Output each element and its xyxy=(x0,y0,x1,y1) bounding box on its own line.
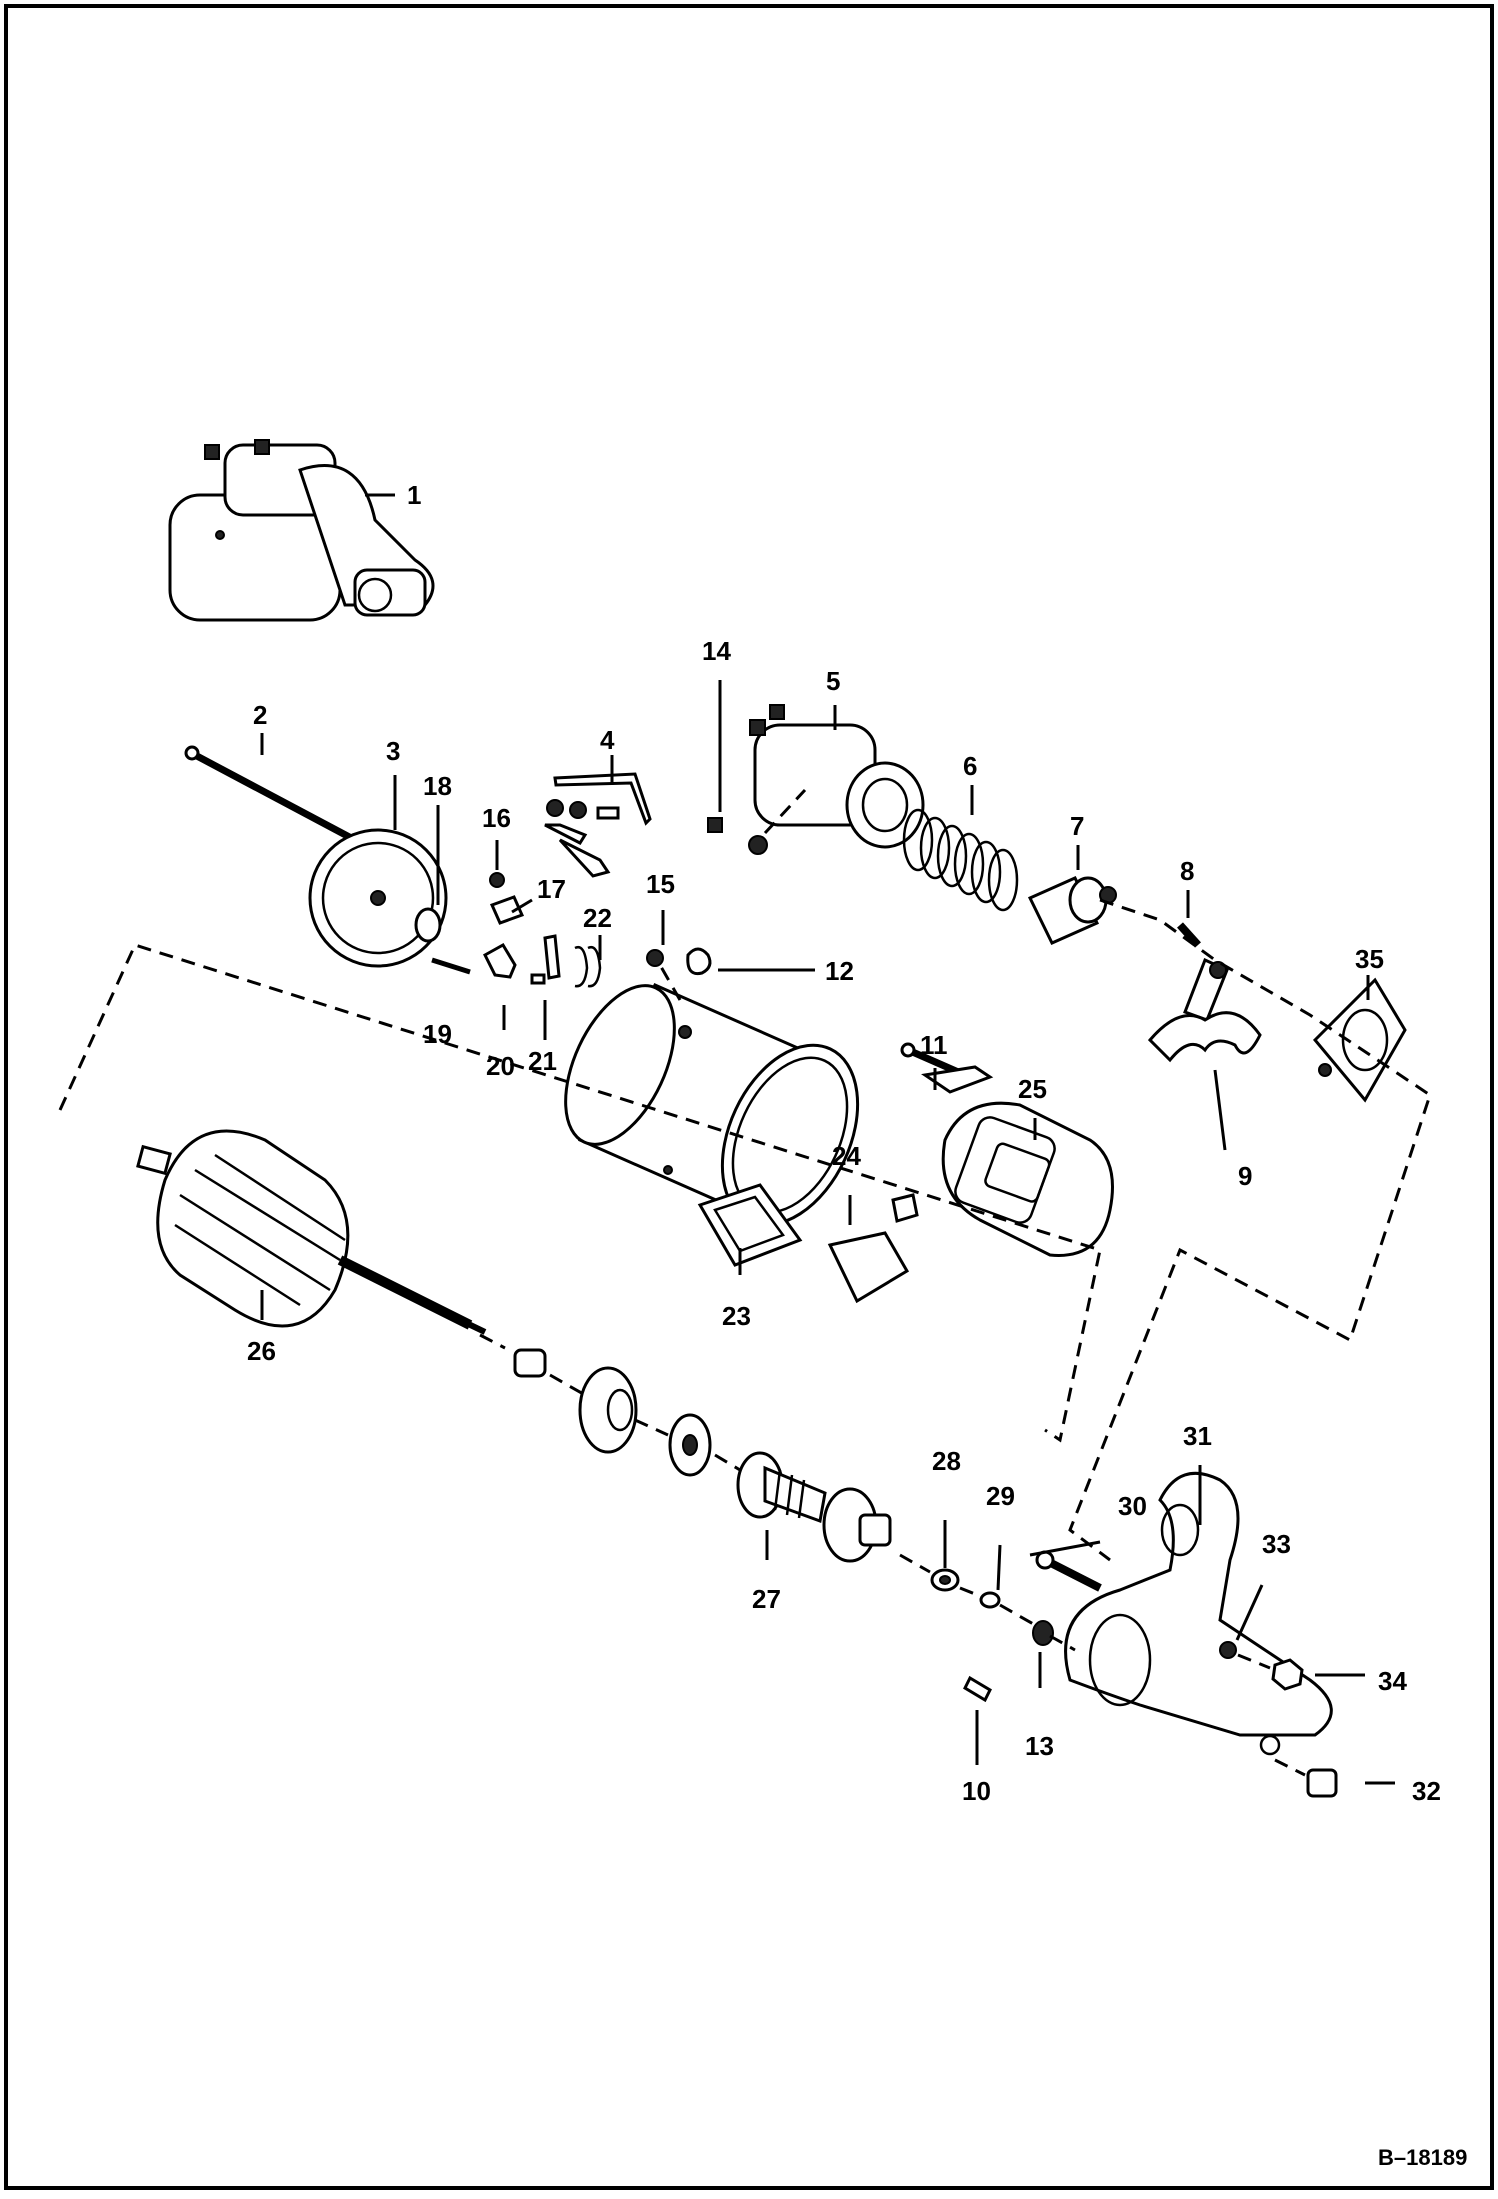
callout-26: 26 xyxy=(247,1336,276,1366)
field-frame xyxy=(564,983,860,1227)
callout-4: 4 xyxy=(600,725,615,755)
callout-15: 15 xyxy=(646,869,675,899)
callout-35: 35 xyxy=(1355,944,1384,974)
callout-30: 30 xyxy=(1118,1491,1147,1521)
roll-pin xyxy=(963,1675,992,1703)
plunger xyxy=(1027,876,1117,945)
insulator xyxy=(697,1183,803,1267)
callout-12: 12 xyxy=(825,956,854,986)
drive-assembly xyxy=(736,1451,892,1563)
callout-33: 33 xyxy=(1262,1529,1291,1559)
brush-holder xyxy=(891,1065,1114,1257)
callout-32: 32 xyxy=(1412,1776,1441,1806)
housing-bolt xyxy=(1035,1550,1102,1592)
callout-34: 34 xyxy=(1378,1666,1407,1696)
solenoid-screw xyxy=(707,817,768,855)
callout-16: 16 xyxy=(482,803,511,833)
callout-11: 11 xyxy=(920,1030,948,1060)
drive-housing xyxy=(1064,1471,1333,1756)
small-washers xyxy=(930,1568,1054,1646)
callout-13: 13 xyxy=(1025,1731,1054,1761)
shaft-parts xyxy=(513,1348,712,1477)
terminal-hardware xyxy=(544,772,652,878)
end-cap xyxy=(308,828,448,968)
callout-22: 22 xyxy=(583,903,612,933)
callout-5: 5 xyxy=(826,666,840,696)
callout-1: 1 xyxy=(407,480,421,510)
housing-hardware xyxy=(1219,1641,1338,1798)
callout-2: 2 xyxy=(253,700,267,730)
callout-14: 14 xyxy=(702,636,731,666)
brush-clips xyxy=(530,934,602,988)
plunger-spring xyxy=(902,808,1019,912)
bushing xyxy=(414,907,442,943)
callout-20: 20 xyxy=(486,1051,515,1081)
through-bolt xyxy=(184,745,357,844)
callout-labels: 1 2 3 4 5 6 7 8 9 10 11 12 13 14 15 16 1… xyxy=(247,480,1441,1806)
callout-31: 31 xyxy=(1183,1421,1212,1451)
callout-24: 24 xyxy=(832,1141,861,1171)
callout-18: 18 xyxy=(423,771,452,801)
starter-assembly xyxy=(168,439,435,622)
callout-23: 23 xyxy=(722,1301,751,1331)
callout-7: 7 xyxy=(1070,811,1084,841)
callout-6: 6 xyxy=(963,751,977,781)
callout-3: 3 xyxy=(386,736,400,766)
callout-8: 8 xyxy=(1180,856,1194,886)
leader-lines xyxy=(260,493,1395,1785)
screw xyxy=(431,957,471,975)
shift-lever xyxy=(1147,957,1262,1063)
callout-25: 25 xyxy=(1018,1074,1047,1104)
brush xyxy=(827,1231,910,1304)
frame-fasteners xyxy=(646,947,712,976)
lever-pin xyxy=(1177,922,1201,948)
callout-17: 17 xyxy=(537,874,566,904)
assembly-dashed-lines xyxy=(58,788,1432,1777)
page-border xyxy=(4,4,1494,2190)
solenoid xyxy=(749,704,925,849)
armature xyxy=(136,1129,487,1335)
callout-29: 29 xyxy=(986,1481,1015,1511)
callout-28: 28 xyxy=(932,1446,961,1476)
housing-plate xyxy=(1312,977,1407,1103)
callout-10: 10 xyxy=(962,1776,991,1806)
callout-21: 21 xyxy=(528,1046,557,1076)
callout-9: 9 xyxy=(1238,1161,1252,1191)
brush-holder-parts xyxy=(483,872,525,979)
callout-19: 19 xyxy=(423,1019,452,1049)
figure-id: B–18189 xyxy=(1378,2145,1467,2170)
callout-27: 27 xyxy=(752,1584,781,1614)
